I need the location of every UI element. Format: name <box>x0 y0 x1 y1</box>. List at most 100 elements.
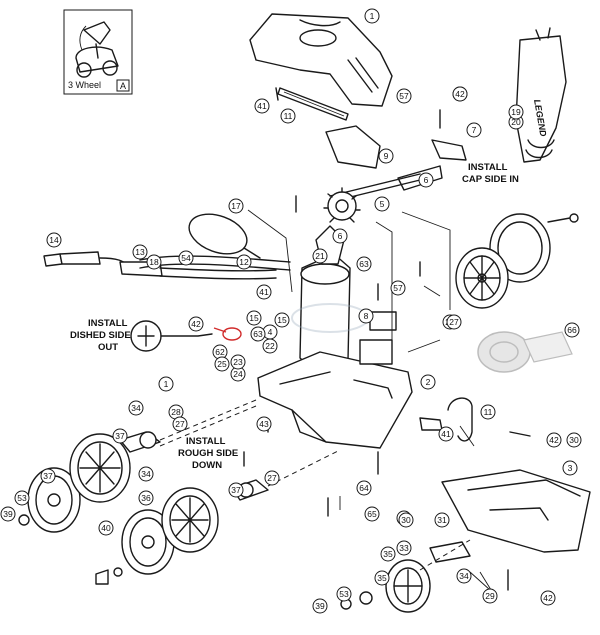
rough-side-note: INSTALL ROUGH SIDE DOWN <box>178 436 238 471</box>
callout-circle <box>236 254 252 270</box>
callout-42[interactable]: 42 <box>452 86 468 102</box>
callout-number: 35 <box>383 549 393 559</box>
callout-17[interactable]: 17 <box>228 198 244 214</box>
callout-number: 23 <box>233 357 243 367</box>
callout-6[interactable]: 6 <box>418 172 434 188</box>
callout-18[interactable]: 18 <box>146 254 162 270</box>
callout-63[interactable]: 63 <box>250 326 266 342</box>
install-cap-line1: INSTALL <box>468 162 508 173</box>
callout-number: 37 <box>43 471 53 481</box>
callout-number: 34 <box>131 403 141 413</box>
callout-53[interactable]: 53 <box>336 586 352 602</box>
callout-9[interactable]: 9 <box>378 148 394 164</box>
callout-30[interactable]: 30 <box>566 432 582 448</box>
callout-circle <box>446 314 462 330</box>
callout-1[interactable]: 1 <box>364 8 380 24</box>
callout-42[interactable]: 42 <box>546 432 562 448</box>
callout-3[interactable]: 3 <box>562 460 578 476</box>
top-cover[interactable] <box>249 13 393 107</box>
callout-15[interactable]: 15 <box>246 310 262 326</box>
callout-1[interactable]: 1 <box>158 376 174 392</box>
callout-circle <box>312 598 328 614</box>
callout-27[interactable]: 27 <box>172 416 188 432</box>
callout-circle <box>0 506 16 522</box>
callout-circle <box>336 586 352 602</box>
callout-66[interactable]: 66 <box>564 322 580 338</box>
callout-53[interactable]: 53 <box>14 490 30 506</box>
model-inset[interactable]: 3 Wheel A <box>63 9 133 95</box>
callout-number: 25 <box>217 359 227 369</box>
callout-5[interactable]: 5 <box>374 196 390 212</box>
callout-circle <box>364 8 380 24</box>
callout-31[interactable]: 31 <box>434 512 450 528</box>
callout-33[interactable]: 33 <box>396 540 412 556</box>
callout-34[interactable]: 34 <box>456 568 472 584</box>
callout-35[interactable]: 35 <box>374 570 390 586</box>
callout-57[interactable]: 57 <box>396 88 412 104</box>
callout-number: 43 <box>259 419 269 429</box>
callout-34[interactable]: 34 <box>128 400 144 416</box>
callout-circle <box>356 480 372 496</box>
callout-number: 30 <box>401 515 411 525</box>
callout-37[interactable]: 37 <box>112 428 128 444</box>
callout-42[interactable]: 42 <box>540 590 556 606</box>
callout-41[interactable]: 41 <box>438 426 454 442</box>
callout-11[interactable]: 11 <box>480 404 496 420</box>
rough-side-line3: DOWN <box>192 460 222 471</box>
callout-43[interactable]: 43 <box>256 416 272 432</box>
callout-circle <box>256 416 272 432</box>
callout-circle <box>390 280 406 296</box>
callout-41[interactable]: 41 <box>254 98 270 114</box>
callout-64[interactable]: 64 <box>356 480 372 496</box>
callout-7[interactable]: 7 <box>466 122 482 138</box>
callout-6[interactable]: 6 <box>332 228 348 244</box>
callout-37[interactable]: 37 <box>40 468 56 484</box>
callout-57[interactable]: 57 <box>390 280 406 296</box>
callout-2[interactable]: 2 <box>420 374 436 390</box>
callout-65[interactable]: 65 <box>364 506 380 522</box>
callout-36[interactable]: 36 <box>138 490 154 506</box>
callout-circle <box>172 416 188 432</box>
callout-30[interactable]: 30 <box>398 512 414 528</box>
dished-side-detail <box>130 320 213 352</box>
callout-29[interactable]: 29 <box>482 588 498 604</box>
callout-22[interactable]: 22 <box>262 338 278 354</box>
callout-63[interactable]: 63 <box>356 256 372 272</box>
callout-13[interactable]: 13 <box>132 244 148 260</box>
callout-circle <box>480 404 496 420</box>
callout-circle <box>358 308 374 324</box>
callout-23[interactable]: 23 <box>230 354 246 370</box>
callout-39[interactable]: 39 <box>312 598 328 614</box>
callout-27[interactable]: 27 <box>446 314 462 330</box>
callout-8[interactable]: 8 <box>358 308 374 324</box>
callout-14[interactable]: 14 <box>46 232 62 248</box>
callout-15[interactable]: 15 <box>274 312 290 328</box>
callout-40[interactable]: 40 <box>98 520 114 536</box>
callout-number: 34 <box>459 571 469 581</box>
callout-number: 20 <box>511 117 521 127</box>
callout-21[interactable]: 21 <box>312 248 328 264</box>
callout-54[interactable]: 54 <box>178 250 194 266</box>
callout-circle <box>250 326 266 342</box>
callout-41[interactable]: 41 <box>256 284 272 300</box>
callout-11[interactable]: 11 <box>280 108 296 124</box>
callout-circle <box>396 88 412 104</box>
callout-34[interactable]: 34 <box>138 466 154 482</box>
callout-42[interactable]: 42 <box>188 316 204 332</box>
swivel-float <box>188 213 261 259</box>
callout-circle <box>46 232 62 248</box>
callout-circle <box>228 482 244 498</box>
callout-number: 4 <box>268 327 273 337</box>
callout-35[interactable]: 35 <box>380 546 396 562</box>
callout-39[interactable]: 39 <box>0 506 16 522</box>
callout-19[interactable]: 19 <box>508 104 524 120</box>
callout-circle <box>398 512 414 528</box>
callout-number: 41 <box>257 101 267 111</box>
callout-25[interactable]: 25 <box>214 356 230 372</box>
callout-circle <box>264 470 280 486</box>
front-wheel-right-inner <box>161 487 219 553</box>
callout-12[interactable]: 12 <box>236 254 252 270</box>
callout-37[interactable]: 37 <box>228 482 244 498</box>
callout-27[interactable]: 27 <box>264 470 280 486</box>
